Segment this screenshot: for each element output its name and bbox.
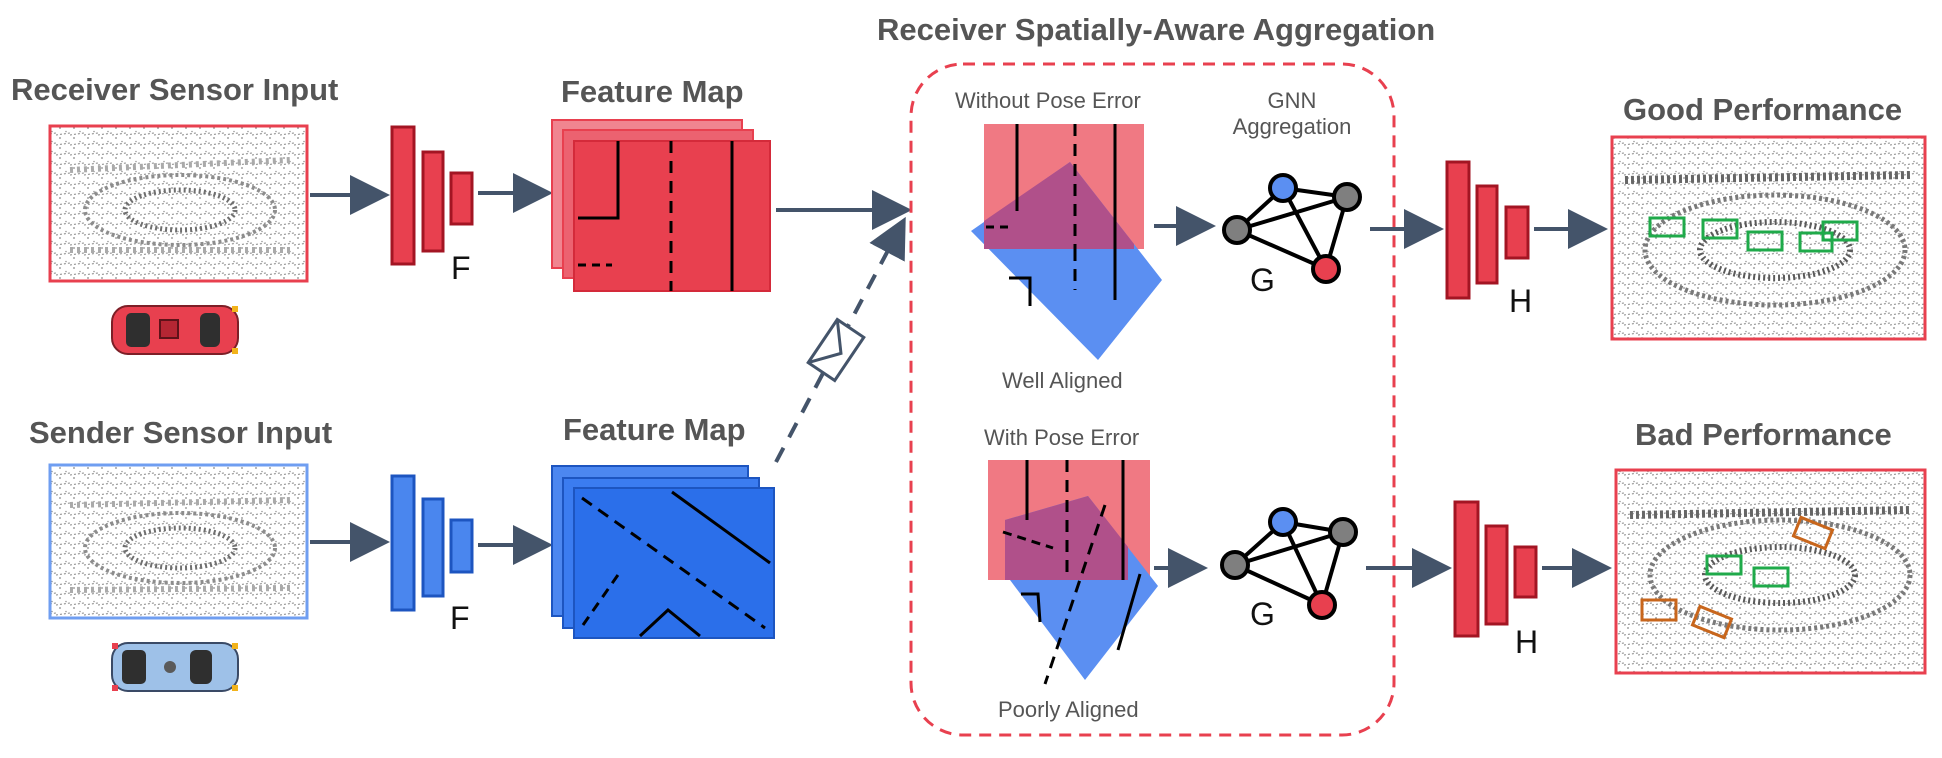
sender-sensor-input-image [48,463,309,620]
sender-encoder-label: F [450,600,470,636]
gnn-aggregation-label: GNN Aggregation [1222,88,1362,140]
receiver-car-icon [111,305,239,355]
gnn-graph-top [1222,173,1362,284]
message-envelope-icon [806,317,866,383]
good-performance-output-image [1610,135,1927,341]
well-aligned-overlay [971,124,1162,360]
sender-feature-map [551,465,775,639]
decoder-top-label: H [1509,283,1533,319]
poorly-aligned-overlay [988,460,1158,685]
receiver-sensor-input-image [48,124,309,283]
receiver-encoder-block [390,125,474,266]
gnn-label-line2: Aggregation [1232,114,1352,139]
decoder-block-bottom [1453,500,1538,638]
graph-bottom-label: G [1250,596,1275,632]
gnn-label-line1: GNN [1267,88,1317,113]
bad-performance-output-image [1614,468,1927,675]
graph-top-label: G [1250,262,1275,298]
aggregation-region-border [909,62,1396,737]
decoder-bottom-label: H [1515,624,1539,660]
sender-input-label: Sender Sensor Input [29,415,333,450]
receiver-feature-map [551,119,771,292]
gnn-graph-bottom [1220,507,1358,620]
poorly-aligned-label: Poorly Aligned [998,697,1139,722]
with-pose-error-label: With Pose Error [984,425,1140,450]
bad-performance-label: Bad Performance [1635,417,1892,452]
without-pose-error-label: Without Pose Error [955,88,1141,113]
receiver-input-label: Receiver Sensor Input [11,72,339,107]
sender-car-icon [111,642,239,692]
diagram-title: Receiver Spatially-Aware Aggregation [877,12,1436,47]
well-aligned-label: Well Aligned [1002,368,1123,393]
decoder-block-top [1445,160,1530,300]
good-performance-label: Good Performance [1623,92,1903,127]
sender-encoder-block [390,474,474,612]
receiver-feature-map-label: Feature Map [561,74,744,109]
receiver-encoder-label: F [451,250,471,286]
arrow-sender-to-receiver-communication [774,216,906,463]
sender-feature-map-label: Feature Map [563,412,746,447]
